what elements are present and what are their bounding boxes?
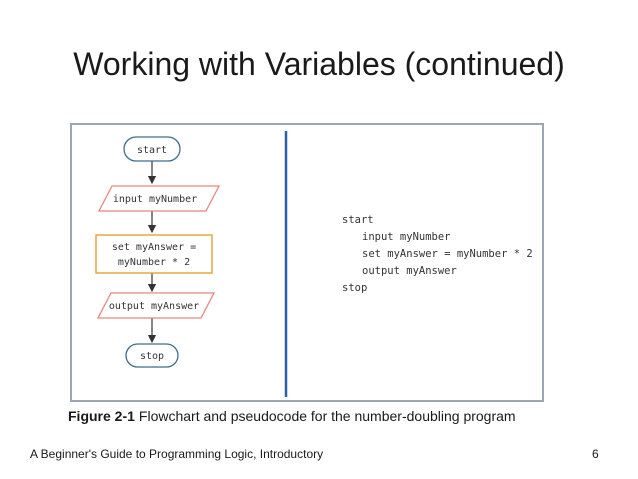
figure-label: Figure 2-1 bbox=[68, 408, 135, 424]
pseudocode-line-stop: stop bbox=[342, 282, 368, 294]
footer-page-number: 6 bbox=[592, 447, 599, 461]
input-label: input myNumber bbox=[113, 194, 197, 205]
slide-title: Working with Variables (continued) bbox=[73, 46, 565, 82]
pseudocode-line-output: output myAnswer bbox=[362, 265, 457, 277]
footer-book-title: A Beginner's Guide to Programming Logic,… bbox=[30, 447, 324, 461]
process-label-line1: set myAnswer = bbox=[112, 242, 196, 253]
figure-frame: start input myNumber set myAnswer = myNu… bbox=[70, 123, 544, 402]
pseudocode-line-start: start bbox=[342, 214, 374, 226]
output-label: output myAnswer bbox=[109, 301, 199, 312]
flowchart-diagram: start input myNumber set myAnswer = myNu… bbox=[95, 131, 288, 397]
start-label: start bbox=[137, 145, 167, 156]
pseudocode-line-set: set myAnswer = myNumber * 2 bbox=[362, 248, 533, 260]
process-label-line2: myNumber * 2 bbox=[118, 257, 190, 268]
figure-caption-text: Flowchart and pseudocode for the number-… bbox=[138, 408, 516, 424]
process-box bbox=[95, 234, 213, 274]
stop-terminal bbox=[125, 343, 179, 368]
stop-label: stop bbox=[140, 351, 164, 362]
pseudocode-block: start input myNumber set myAnswer = myNu… bbox=[342, 212, 533, 297]
pseudocode-line-input: input myNumber bbox=[362, 231, 451, 243]
start-terminal bbox=[123, 136, 181, 162]
output-parallelogram bbox=[96, 292, 216, 319]
input-parallelogram bbox=[97, 185, 221, 212]
